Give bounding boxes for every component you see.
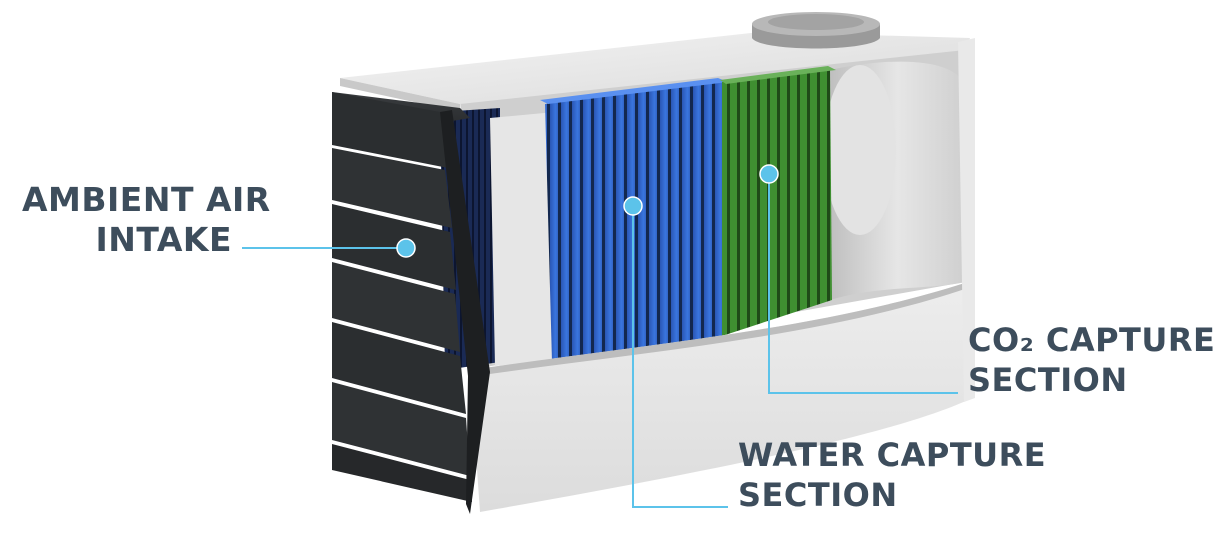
ambient-air-intake-label-line2: INTAKE [95, 220, 232, 259]
co2-capture-filter [722, 68, 832, 336]
leader-dot-co2 [759, 164, 779, 184]
water-capture-section-label-line1: WATER CAPTURE [738, 436, 1047, 474]
leader-lines [242, 173, 958, 508]
water-capture-section-label: WATER CAPTURE SECTION [738, 435, 1046, 515]
leader-dot-ambient [396, 238, 416, 258]
interior-duct-opening [824, 65, 896, 235]
housing-front-wall [470, 282, 968, 512]
co2-capture-section-label-line2: SECTION [968, 361, 1128, 399]
co2-capture-section-label-line1: CO₂ CAPTURE [968, 321, 1215, 359]
leader-dot-water [623, 196, 643, 216]
housing-front-wall-edge [470, 282, 968, 376]
intake-louvers [332, 92, 490, 514]
ambient-air-intake-label: AMBIENT AIR INTAKE [22, 180, 271, 260]
leader-line-co2 [768, 173, 958, 394]
housing-top-edge [340, 78, 460, 112]
housing-top-panel [340, 32, 970, 104]
water-capture-section-label-line2: SECTION [738, 476, 898, 514]
filter-frame [490, 112, 555, 366]
co2-capture-filter-top [720, 66, 836, 84]
ambient-air-intake-label-line1: AMBIENT AIR [22, 180, 271, 219]
exhaust-fan [752, 12, 880, 49]
housing-right-wall [958, 38, 975, 402]
co2-capture-section-label: CO₂ CAPTURE SECTION [968, 320, 1215, 400]
leader-dots [396, 164, 779, 258]
water-capture-filter-top [540, 78, 728, 104]
leader-line-water [632, 205, 728, 508]
